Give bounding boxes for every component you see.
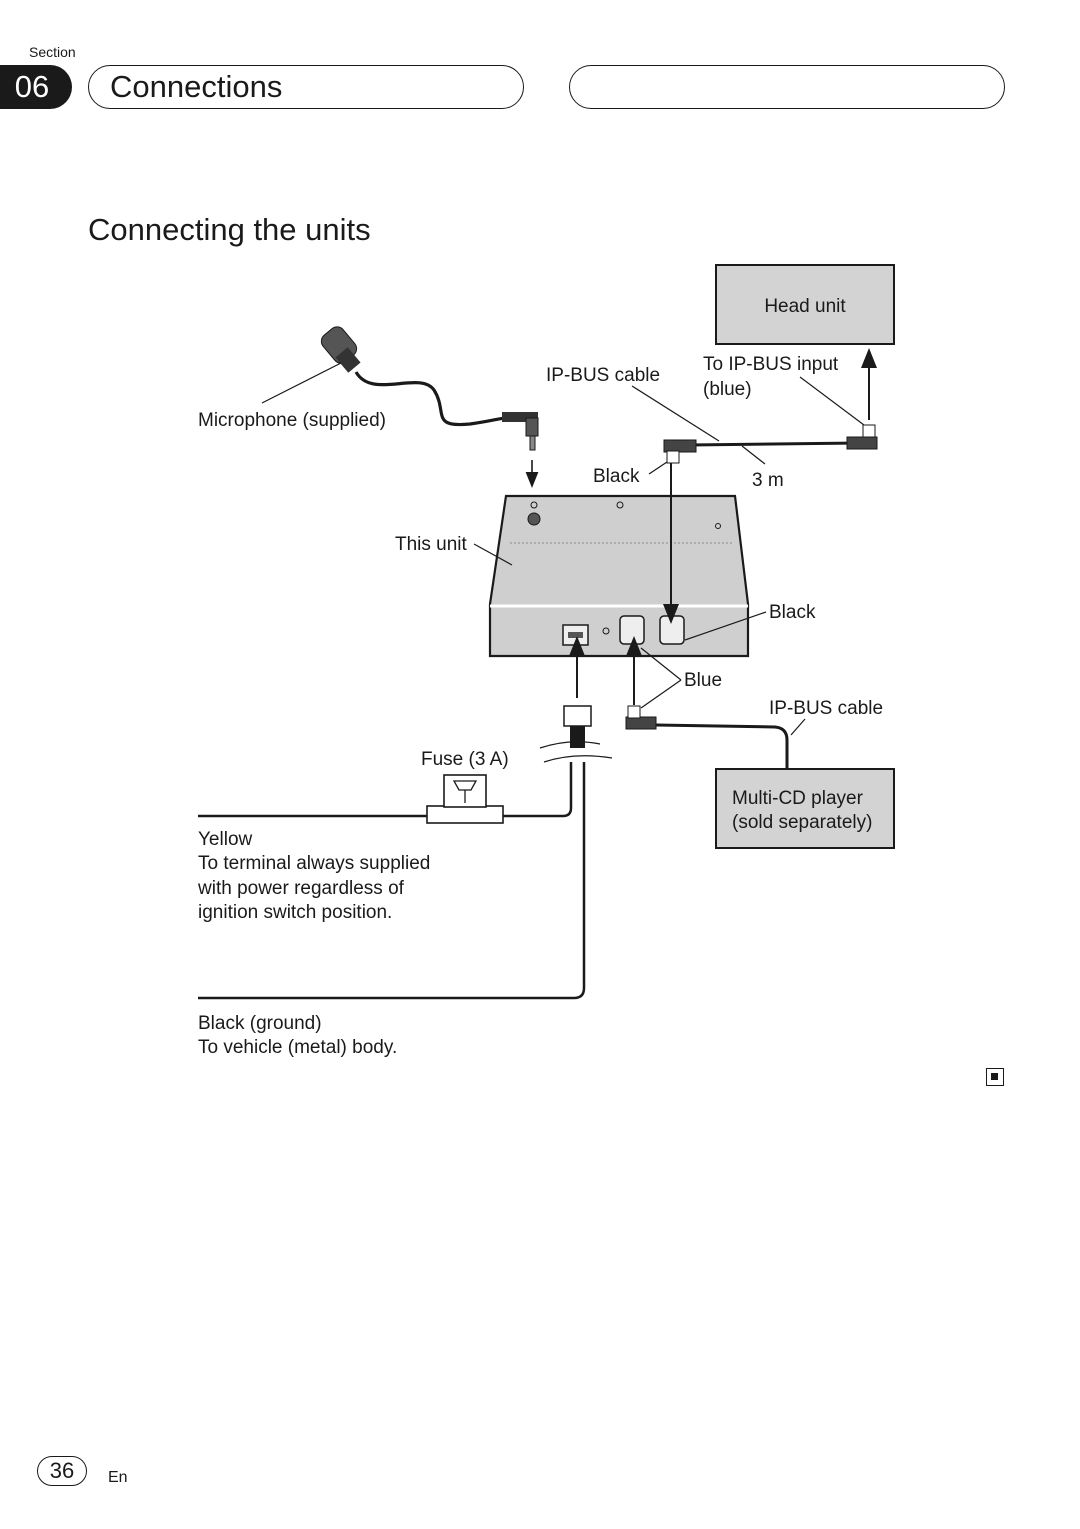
leader-line xyxy=(648,461,668,475)
yellow-label: Yellow xyxy=(198,829,253,850)
sold-separately-label: (sold separately) xyxy=(732,812,872,833)
header-right-frame xyxy=(569,65,1005,109)
section-number-badge: 06 xyxy=(0,65,72,109)
yellow-wire xyxy=(198,762,573,818)
yellow-desc-3: ignition switch position. xyxy=(198,902,392,923)
power-plug xyxy=(563,705,592,727)
section-heading: Connecting the units xyxy=(88,212,371,247)
ipbus-cable-top xyxy=(689,441,861,447)
ipbus-bottom-connector xyxy=(625,716,657,730)
microphone-icon xyxy=(320,326,539,451)
ipbus-connector-left-plug xyxy=(666,450,680,464)
leader-line xyxy=(640,647,682,709)
ipbus-cable-bottom xyxy=(655,723,789,768)
this-unit-label: This unit xyxy=(395,534,468,555)
leader-line xyxy=(473,543,513,566)
multi-cd-player-label: Multi-CD player xyxy=(732,788,864,809)
ipbus-connector-right xyxy=(846,436,878,450)
end-of-section-icon xyxy=(986,1068,1004,1086)
leader-line xyxy=(799,376,865,426)
leader-line xyxy=(790,718,806,736)
multi-cd-player-box xyxy=(715,768,895,849)
leader-line xyxy=(261,362,342,404)
ground-label: Black (ground) xyxy=(198,1013,322,1034)
ground-desc: To vehicle (metal) body. xyxy=(198,1037,397,1058)
fuse-holder-icon xyxy=(426,774,504,824)
ipbus-cable-top-label: IP-BUS cable xyxy=(546,365,660,386)
section-label: Section xyxy=(29,44,76,60)
head-unit-box xyxy=(715,264,895,345)
ipbus-cable-bottom-label: IP-BUS cable xyxy=(769,698,883,719)
power-lead-sheath xyxy=(570,726,585,748)
blue-label: Blue xyxy=(684,670,722,691)
black-top-label: Black xyxy=(593,466,640,487)
cable-break-mark xyxy=(539,741,613,763)
leader-line xyxy=(631,385,720,442)
leader-line xyxy=(741,445,766,465)
fuse-label: Fuse (3 A) xyxy=(421,749,509,770)
ipbus-bottom-connector-plug xyxy=(627,705,641,719)
leader-line xyxy=(684,611,767,641)
yellow-desc-2: with power regardless of xyxy=(197,878,405,899)
blue-paren-label: (blue) xyxy=(703,379,752,400)
ipbus-connector-left xyxy=(663,439,697,453)
language-code: En xyxy=(108,1469,128,1486)
title-frame xyxy=(88,65,524,109)
page-number: 36 xyxy=(37,1456,87,1486)
page-title: Connections xyxy=(110,69,283,104)
this-unit-body xyxy=(488,494,750,658)
to-ipbus-input-label: To IP-BUS input xyxy=(703,354,839,375)
black-ground-wire xyxy=(198,762,586,1000)
microphone-label: Microphone (supplied) xyxy=(198,410,386,431)
black-right-label: Black xyxy=(769,602,816,623)
head-unit-label: Head unit xyxy=(764,296,846,317)
yellow-desc-1: To terminal always supplied xyxy=(198,853,430,874)
ipbus-connector-right-plug xyxy=(862,424,876,438)
cable-length-label: 3 m xyxy=(752,470,784,491)
